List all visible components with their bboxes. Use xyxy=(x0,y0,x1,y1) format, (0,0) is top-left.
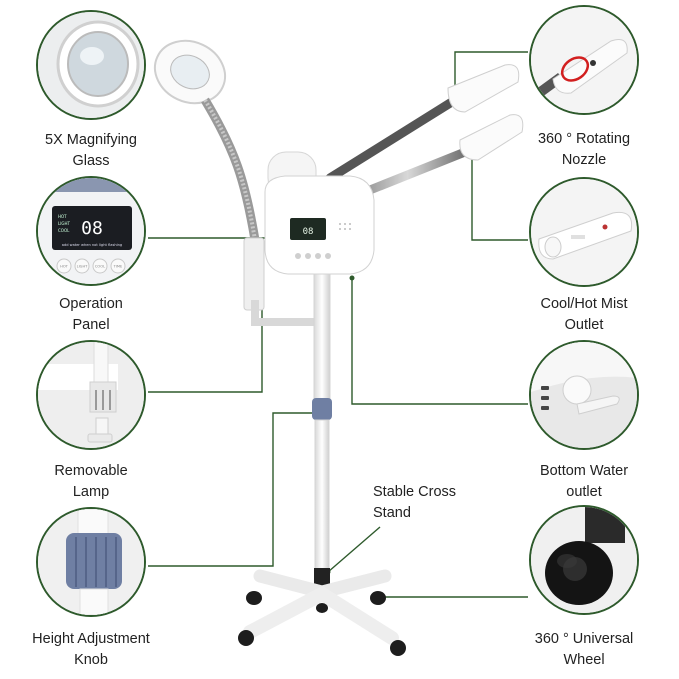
panel-button-light: LIGHT xyxy=(77,265,89,269)
lamp-label-line1: Removable xyxy=(54,463,128,479)
cross-base xyxy=(238,569,406,656)
knob-label: Height Adjustment Knob xyxy=(14,629,168,671)
wheel-label-line2: Wheel xyxy=(563,652,605,668)
panel-button-hot: HOT xyxy=(60,265,69,269)
steamer-arms xyxy=(325,64,524,205)
knob-label-line2: Knob xyxy=(74,652,108,668)
nozzle-detail-circle xyxy=(529,5,639,115)
callout-lines xyxy=(148,51,528,598)
control-panel-icon: 08 HOT LIGHT COOL add water when not lig… xyxy=(38,178,144,284)
wheel-detail-circle xyxy=(529,505,639,615)
panel-label-line1: Operation xyxy=(59,296,123,312)
wheel-label: 360 ° Universal Wheel xyxy=(516,629,652,671)
panel-display: 08 xyxy=(81,218,103,239)
magnifier-detail-circle xyxy=(36,10,146,120)
stand-label-line2: Stand xyxy=(373,505,411,521)
nozzle-label: 360 ° Rotating Nozzle xyxy=(516,129,652,171)
mist-label-line1: Cool/Hot Mist xyxy=(540,296,628,312)
nozzle-label-line2: Nozzle xyxy=(561,152,607,168)
panel-warning: add water when not light flashing xyxy=(62,243,122,247)
steamer-body: 08 xyxy=(264,151,375,275)
svg-text:COOL: COOL xyxy=(58,228,70,233)
lamp-clamp-icon xyxy=(38,342,144,448)
water-label-line1: Bottom Water xyxy=(539,463,629,479)
stand-label: Stable Cross Stand xyxy=(373,482,456,524)
mist-label-line2: Outlet xyxy=(564,317,604,333)
mist-outlet-icon xyxy=(531,179,637,285)
panel-label-line2: Panel xyxy=(72,317,110,333)
panel-button-cool: COOL xyxy=(95,265,105,269)
wheel-icon xyxy=(531,507,637,613)
stand-label-line1: Stable Cross xyxy=(373,484,457,500)
magnifier-label: 5X Magnifying Glass xyxy=(25,130,157,172)
body-display: 08 xyxy=(303,227,314,237)
water-detail-circle xyxy=(529,340,639,450)
water-label-line2: outlet xyxy=(566,484,602,500)
mist-detail-circle xyxy=(529,177,639,287)
water-label: Bottom Water outlet xyxy=(516,461,652,503)
height-knob-icon xyxy=(38,509,144,615)
lamp-label-line2: Lamp xyxy=(72,484,110,500)
wheel-label-line1: 360 ° Universal xyxy=(534,631,634,647)
mist-label: Cool/Hot Mist Outlet xyxy=(516,294,652,336)
svg-text:HOT: HOT xyxy=(58,214,67,219)
svg-text:LIGHT: LIGHT xyxy=(58,221,71,226)
magnifier-label-line1: 5X Magnifying xyxy=(45,132,137,148)
magnifier-label-line2: Glass xyxy=(72,153,110,169)
knob-detail-circle xyxy=(36,507,146,617)
panel-detail-circle: 08 HOT LIGHT COOL add water when not lig… xyxy=(36,176,146,286)
panel-button-time: TIME xyxy=(113,265,123,269)
nozzle-label-line1: 360 ° Rotating xyxy=(537,131,631,147)
panel-label: Operation Panel xyxy=(25,294,157,336)
lamp-label: Removable Lamp xyxy=(25,461,157,503)
magnifying-lamp xyxy=(153,39,324,326)
knob-label-line1: Height Adjustment xyxy=(32,631,150,647)
rotating-nozzle-icon xyxy=(531,7,637,113)
water-outlet-icon xyxy=(531,342,637,448)
lamp-detail-circle xyxy=(36,340,146,450)
stand-pole xyxy=(312,273,332,586)
magnifier-icon xyxy=(38,12,144,118)
